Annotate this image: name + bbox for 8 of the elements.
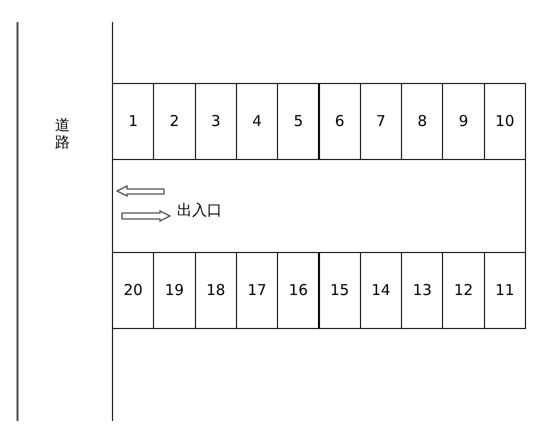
parking-space: 15	[318, 252, 361, 329]
parking-space: 10	[484, 83, 526, 160]
parking-space: 16	[277, 252, 320, 329]
parking-space: 5	[277, 83, 320, 160]
road-label: 道路	[55, 117, 70, 150]
entrance-label: 出入口	[177, 200, 222, 221]
parking-space: 6	[318, 83, 361, 160]
parking-space: 11	[484, 252, 526, 329]
